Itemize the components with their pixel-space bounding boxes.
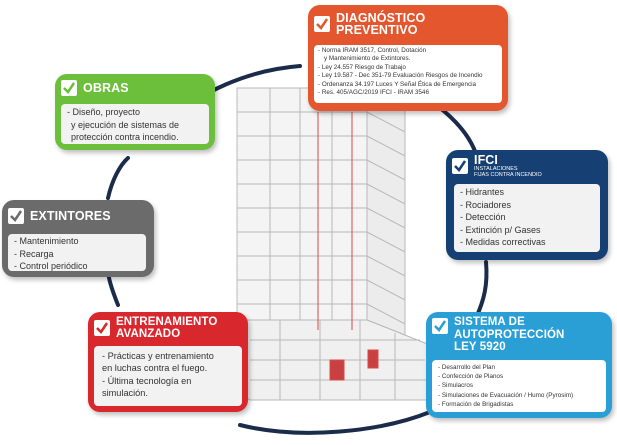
card-diagnostico-header: DIAGNÓSTICO PREVENTIVO — [308, 5, 508, 43]
card-ifci-title: IFCI — [474, 153, 499, 167]
card-sistema-list: - Desarrollo del Plan - Confección de Pl… — [432, 360, 606, 412]
list-item: - Detección — [460, 212, 506, 223]
list-item: - Norma IRAM 3517, Control, Dotación — [318, 47, 427, 54]
card-extintores-header: EXTINTORES — [2, 200, 154, 232]
list-item: - Formación de Brigadistas — [438, 400, 514, 408]
card-sistema-title-line-1: SISTEMA DE — [454, 316, 525, 329]
fire-pipe-riser — [317, 112, 353, 330]
card-entrenamiento-title-line-1: ENTRENAMIENTO — [116, 316, 218, 328]
card-diagnostico-list: - Norma IRAM 3517, Control, Dotación y M… — [314, 45, 502, 103]
check-icon — [61, 80, 77, 96]
fire-equipment-cabinet — [329, 359, 345, 381]
card-entrenamiento-header: ENTRENAMIENTO AVANZADO — [88, 312, 248, 344]
list-item: - Diseño, proyecto — [67, 107, 141, 117]
list-item: - Ley 19.587 - Dec 351-79 Evaluación Rie… — [318, 72, 483, 80]
building-columns — [269, 88, 333, 320]
card-extintores-title: EXTINTORES — [30, 208, 111, 223]
building-side-floors — [366, 111, 406, 325]
list-item: protección contra incendio. — [71, 132, 179, 143]
list-item: - Ordenanza 34.197 Luces Y Señal Ética d… — [318, 80, 476, 88]
card-obras-header: OBRAS — [55, 74, 215, 102]
list-item: - Medidas correctivas — [460, 237, 546, 248]
card-diagnostico-title-line-1: DIAGNÓSTICO — [336, 10, 426, 25]
list-item: y Mantenimiento de Extintores. — [324, 55, 411, 63]
list-item: - Desarrollo del Plan — [438, 364, 496, 371]
building-floors — [237, 111, 367, 305]
list-item: - Extinción p/ Gases — [460, 224, 541, 235]
check-icon — [94, 320, 110, 336]
card-entrenamiento-title-line-2: AVANZADO — [116, 328, 181, 340]
check-icon — [314, 16, 330, 32]
list-item: - Mantenimiento — [14, 236, 79, 246]
check-icon — [432, 318, 448, 334]
card-extintores: EXTINTORES - Mantenimiento - Recarga - C… — [2, 200, 154, 277]
card-ifci-subtitle-line-2: FIJAS CONTRA INCENDIO — [474, 172, 542, 178]
list-item: - Rociadores — [460, 199, 512, 210]
card-ifci: IFCI INSTALACIONES FIJAS CONTRA INCENDIO… — [446, 150, 608, 260]
list-item: - Hidrantes — [460, 187, 505, 197]
list-item: - Última tecnología en — [102, 375, 192, 386]
list-item: - Simulacros — [438, 382, 473, 390]
ring-arc-left-upper — [106, 156, 130, 200]
list-item: - Res. 405/AGC/2019 IFCI - IRAM 3546 — [318, 89, 429, 97]
card-entrenamiento-list: - Prácticas y entrenamiento en luchas co… — [94, 346, 242, 406]
fire-equipment-unit — [367, 349, 379, 369]
ring-arc-bottom — [238, 410, 432, 435]
card-ifci-list: - Hidrantes - Rociadores - Detección - E… — [454, 184, 600, 252]
list-item: - Confección de Planos — [438, 373, 504, 381]
card-obras-title: OBRAS — [83, 80, 129, 95]
check-icon — [452, 158, 468, 174]
card-sistema: SISTEMA DE AUTOPROTECCIÓN LEY 5920 - Des… — [426, 312, 612, 418]
list-item: simulación. — [102, 387, 148, 398]
card-obras: OBRAS - Diseño, proyecto y ejecución de … — [55, 74, 215, 150]
list-item: - Ley 24.557 Riesgo de Trabajo — [318, 63, 406, 71]
card-diagnostico-title-line-2: PREVENTIVO — [336, 23, 418, 37]
list-item: y ejecución de sistemas de — [71, 119, 180, 130]
card-extintores-list: - Mantenimiento - Recarga - Control peri… — [8, 234, 146, 271]
card-ifci-subtitle-line-1: INSTALACIONES — [474, 166, 518, 172]
list-item: en luchas contra el fuego. — [102, 363, 208, 374]
card-diagnostico: DIAGNÓSTICO PREVENTIVO - Norma IRAM 3517… — [308, 5, 508, 111]
card-ifci-header: IFCI INSTALACIONES FIJAS CONTRA INCENDIO — [446, 150, 608, 182]
list-item: - Simulaciones de Evacuación / Humo (Pyr… — [438, 391, 574, 399]
list-item: - Prácticas y entrenamiento — [102, 351, 214, 361]
card-entrenamiento: ENTRENAMIENTO AVANZADO - Prácticas y ent… — [88, 312, 248, 412]
list-item: - Control periódico — [14, 261, 88, 271]
card-sistema-title-line-3: LEY 5920 — [454, 341, 506, 354]
check-icon — [8, 208, 24, 224]
card-sistema-title-line-2: AUTOPROTECCIÓN — [454, 328, 565, 341]
card-sistema-header: SISTEMA DE AUTOPROTECCIÓN LEY 5920 — [426, 312, 612, 358]
card-obras-list: - Diseño, proyecto y ejecución de sistem… — [61, 104, 209, 144]
list-item: - Recarga — [14, 248, 54, 259]
building-tower — [236, 87, 368, 321]
